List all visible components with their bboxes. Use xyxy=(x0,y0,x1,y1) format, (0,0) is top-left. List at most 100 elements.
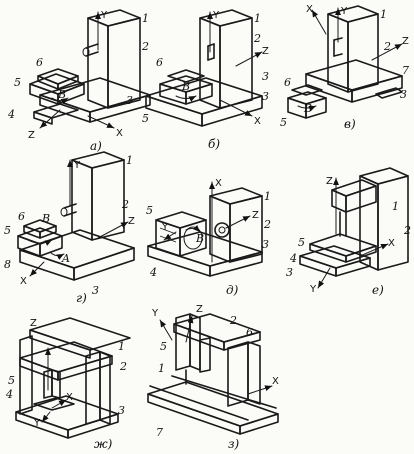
label-d-B: B xyxy=(195,232,204,245)
label-zh-3: 3 xyxy=(118,404,125,417)
axis-e-X: X xyxy=(388,238,395,249)
caption-e: е) xyxy=(372,283,384,297)
axis-e-Z: Z xyxy=(326,176,333,187)
label-z-7: 7 xyxy=(156,426,163,439)
caption-zh: ж) xyxy=(94,437,113,451)
panel-zh-labels: 1 2 3 4 5 Z X Y ж) xyxy=(5,318,127,451)
label-a-4: 4 xyxy=(7,108,15,121)
panel-z-labels: 1 2 5 6 7 Y Z X з) xyxy=(151,304,279,451)
axis-d-X: X xyxy=(215,178,222,189)
panel-a xyxy=(29,9,151,129)
panel-d-labels: 1 2 3 4 5 B X Z Y д) xyxy=(146,178,271,297)
axis-d-Z: Z xyxy=(252,210,259,221)
panel-v xyxy=(287,5,403,119)
label-v-7: 7 xyxy=(402,64,409,77)
label-zh-4: 4 xyxy=(5,388,13,401)
label-a-1: 1 xyxy=(142,12,149,25)
axis-g-X: X xyxy=(20,276,27,287)
label-v-5: 5 xyxy=(280,116,287,129)
label-zh-2: 2 xyxy=(119,360,127,373)
label-a-B: B xyxy=(57,88,66,101)
label-e-1: 1 xyxy=(392,200,399,213)
label-z-6: 6 xyxy=(246,326,253,339)
label-g-B: B xyxy=(41,212,50,225)
caption-d: д) xyxy=(226,283,239,297)
label-b-1: 1 xyxy=(254,12,261,25)
axis-a-Z: Z xyxy=(28,130,35,141)
label-zh-1: 1 xyxy=(118,340,125,353)
axis-zh-Y: Y xyxy=(33,418,41,429)
label-z-1: 1 xyxy=(158,362,165,375)
axis-zh-Z: Z xyxy=(30,318,37,329)
axis-b-Y: Y xyxy=(212,10,220,21)
caption-z: з) xyxy=(228,437,240,451)
panel-e xyxy=(299,167,409,289)
label-d-5: 5 xyxy=(146,204,153,217)
label-e-2: 2 xyxy=(403,224,411,237)
label-v-2: 2 xyxy=(383,40,391,53)
label-g-5: 5 xyxy=(4,224,11,237)
axis-a-Y: Y xyxy=(100,10,108,21)
label-v-3: 3 xyxy=(400,88,407,101)
caption-v: в) xyxy=(344,117,356,131)
label-g-1: 1 xyxy=(126,154,133,167)
axis-v-Z: Z xyxy=(402,36,409,47)
label-z-2: 2 xyxy=(229,314,237,327)
label-e-3: 3 xyxy=(286,266,293,279)
axis-v-Y: Y xyxy=(340,6,348,17)
label-a-2: 2 xyxy=(141,40,149,53)
caption-b: б) xyxy=(208,137,220,151)
label-a-3: 3 xyxy=(126,94,133,107)
axis-z-Y: Y xyxy=(151,308,159,319)
label-b-5: 5 xyxy=(142,112,149,125)
label-a-6: 6 xyxy=(36,56,43,69)
label-d-3: 3 xyxy=(262,238,269,251)
panel-a-labels: 1 2 3 4 5 6 B Y Z X а) xyxy=(7,10,149,153)
label-b-3a: 3 xyxy=(262,70,269,83)
panel-b-labels: 1 2 3 3 5 6 B Y Z X б) xyxy=(142,10,269,151)
label-g-8: 8 xyxy=(4,258,11,271)
label-g-3: 3 xyxy=(92,284,99,297)
label-g-6: 6 xyxy=(18,210,25,223)
caption-a: а) xyxy=(90,139,102,153)
label-b-6: 6 xyxy=(156,56,163,69)
label-d-2: 2 xyxy=(263,218,271,231)
label-b-2: 2 xyxy=(253,32,261,45)
label-v-6: 6 xyxy=(284,76,291,89)
label-z-5: 5 xyxy=(160,340,167,353)
label-b-B: B xyxy=(181,80,190,93)
axis-z-X: X xyxy=(272,376,279,387)
caption-g: г) xyxy=(76,291,87,305)
panel-e-labels: 1 2 3 4 5 Z X Y е) xyxy=(286,176,411,297)
label-g-A: A xyxy=(61,252,70,265)
label-g-2: 2 xyxy=(121,198,129,211)
panel-v-labels: 1 2 3 5 6 7 B Y X Z в) xyxy=(280,4,409,131)
panel-b xyxy=(145,9,263,127)
axis-d-Y: Y xyxy=(161,222,169,233)
panel-g-labels: 1 2 3 5 6 8 B A Y Z X г) xyxy=(4,154,135,305)
panel-d xyxy=(147,181,263,277)
panel-zh xyxy=(15,317,131,439)
axis-e-Y: Y xyxy=(309,284,317,295)
label-v-B: B xyxy=(303,102,312,115)
label-d-4: 4 xyxy=(149,266,157,279)
label-b-3b: 3 xyxy=(262,90,269,103)
axis-z-Z: Z xyxy=(196,304,203,315)
panel-z xyxy=(147,313,279,435)
label-v-1: 1 xyxy=(380,8,387,21)
axis-b-X: X xyxy=(254,116,261,127)
axis-a-X: X xyxy=(116,128,123,139)
label-d-1: 1 xyxy=(264,190,271,203)
label-a-5: 5 xyxy=(14,76,21,89)
axis-zh-X: X xyxy=(66,392,73,403)
axis-g-Y: Y xyxy=(73,160,81,171)
axis-g-Z: Z xyxy=(128,216,135,227)
axis-b-Z: Z xyxy=(262,46,269,57)
label-zh-5: 5 xyxy=(8,374,15,387)
axis-v-X: X xyxy=(306,4,313,15)
label-e-5: 5 xyxy=(298,236,305,249)
panel-g xyxy=(17,151,135,281)
label-e-4: 4 xyxy=(289,252,297,265)
